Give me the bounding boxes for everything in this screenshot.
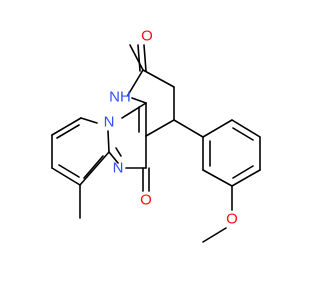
structure-diagram: O NH N N O O xyxy=(51,28,261,243)
bond-ar2-ar3 xyxy=(231,119,261,138)
bond-nbridge-c6a xyxy=(107,130,110,153)
bond-c7-c6-inner xyxy=(58,164,80,178)
atom-o-methoxy: O xyxy=(226,211,238,228)
bond-ar4-ar5-inner xyxy=(232,165,254,179)
bond-c10b-nh xyxy=(131,97,147,104)
bond-ar4-ar5 xyxy=(231,169,261,187)
bond-ch-c4a xyxy=(145,119,175,137)
bond-c2-o-b xyxy=(143,44,147,72)
bond-ar2-ar3-inner xyxy=(232,127,254,141)
atom-nh: NH xyxy=(109,89,131,106)
bond-c10b-nbridge xyxy=(121,102,147,119)
bonds xyxy=(51,44,261,243)
bond-c7-c6 xyxy=(51,167,81,186)
atom-labels: O NH N N O O xyxy=(104,28,238,228)
bond-c6-c6a-inner xyxy=(83,155,104,179)
bond-ar5-ar6 xyxy=(202,169,233,187)
bond-ar1-ar2 xyxy=(202,119,233,138)
bond-c2-ch2 xyxy=(142,69,175,88)
bond-c2-o-a xyxy=(137,44,141,72)
bond-nbridge-c9 xyxy=(80,117,98,124)
bond-c6a-nring xyxy=(108,151,119,164)
bond-c9-c8 xyxy=(51,117,82,136)
bond-o-methyl xyxy=(202,227,227,243)
bond-c6-c6a xyxy=(79,151,110,186)
atom-n-ring: N xyxy=(113,160,124,177)
bond-nh-c2 xyxy=(127,69,144,96)
atom-o-top: O xyxy=(141,28,153,45)
atom-o-bottom: O xyxy=(140,192,152,209)
atom-n-bridge: N xyxy=(104,114,115,131)
bond-c2-c3 xyxy=(129,44,144,71)
bond-c6a-nring-inner xyxy=(115,147,122,157)
bond-ch-ar1 xyxy=(173,119,204,138)
bond-c9-c8-inner xyxy=(56,124,80,139)
